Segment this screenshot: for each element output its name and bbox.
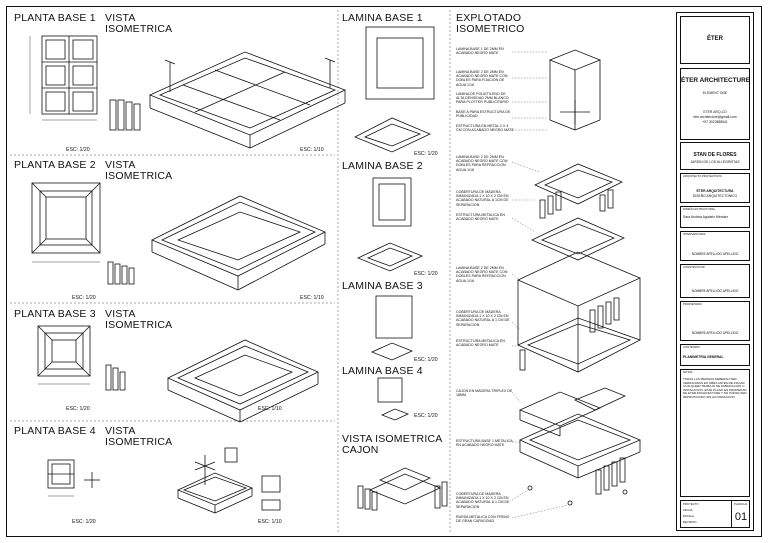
plan-base-2 [31,182,101,263]
note-7: COBERTURA DE MADERA INMUNIZADA 1 X 10 X … [456,190,509,207]
lamina-4 [377,377,410,421]
iso-title-4: VISTA ISOMETRICA [105,425,173,448]
cajon-title-2: CAJON [342,444,379,456]
note-8: ESTRUCTURA METALICA EN ACABADO NEGRO MAT… [456,213,505,222]
plan-title-4: PLANTA BASE 4 [14,425,96,437]
note-9: LAMINA BASE 2 DE 2MM EN ACABADO NEGRO MA… [456,266,508,283]
plan-title-1: PLANTA BASE 1 [14,12,96,24]
field-architect: ARQUITECTO PROYECTISTA ÉTER ARQUITECTURA… [680,173,750,203]
plan-base-4 [47,459,100,497]
iso-base-4 [176,447,281,514]
exploded-title-2: ISOMETRICO [456,23,525,35]
plan-scale-4: ESC: 1/20 [72,519,96,525]
project-box: STAN DE FLORES JARDIN DE LOS ALLEGRISTAS [680,142,750,170]
iso-base-1 [109,51,347,149]
logo-box: ÉTER [680,16,750,64]
field-constructor: CONSTRUCTOR NOMBRE APELLIDO APELLIDO [680,264,750,298]
note-3: LAMINA DE POLIETILENO DE ALTA DENSIDAD 2… [456,92,509,105]
contact-2: eter.architecture@gmail.com [693,115,737,119]
sheet-number-box: PROYECTO FECHA ESCALA REVISION PLANCHA 0… [680,500,750,528]
note-13: ESTRUCTURA BASE 1 METALICA EN ACABADO NE… [456,439,513,448]
note-1: LAMINA BASE 1 DE 2MM EN ACABADO NEGRO MA… [456,47,504,56]
iso-title-1: VISTA ISOMETRICA [105,12,173,35]
exploded-iso [517,49,642,506]
plan-title-2: PLANTA BASE 2 [14,159,96,171]
note-5: ESTRUCTURA EN METAL 2 X 4 CM CON ACABADO… [456,124,514,133]
note-4: BASE A PARA ESTRUCTURA DE PUBLICIDAD [456,110,511,119]
cajon-iso [357,467,448,511]
cajon-title-1: VISTA ISOMETRICA [342,433,443,445]
plan-scale-3: ESC: 1/20 [66,406,90,412]
lamina-title-1: LAMINA BASE 1 [342,12,423,24]
title-block: ÉTER ÉTER ARCHITECTURE ELEMENT ONE ETER.… [676,12,754,531]
lamina-2 [357,177,423,272]
exploded-title-1: EXPLOTADO [456,12,522,24]
note-2: LAMINA BASE 2 DE 2MM EN ACABADO NEGRO MA… [456,70,508,87]
plan-base-1 [29,35,98,121]
lamina-scale-1: ESC: 1/20 [414,151,438,157]
project-name: STAN DE FLORES [693,152,737,158]
lamina-title-2: LAMINA BASE 2 [342,160,423,172]
notes-box: NOTAS TODAS LAS MEDIDAS DEBERAN SER VERI… [680,369,750,497]
note-12: CAJON EN MADERA TRIPLEX DE 18MM [456,389,513,398]
note-11: ESTRUCTURA METALICA EN ACABADO NEGRO MAT… [456,339,505,348]
note-14: COBERTURA DE MADERA INMUNIZADA 1 X 10 X … [456,492,510,509]
field-content: CONTENIDO PLANIMETRIA GENERAL [680,344,750,366]
iso-scale-4: ESC: 1/10 [258,519,282,525]
plan-scale-1: ESC: 1/20 [66,147,90,153]
lamina-scale-3: ESC: 1/20 [414,357,438,363]
note-10: COBERTURA DE MADERA INMUNIZADA 1 X 10 X … [456,310,510,327]
firm-box: ÉTER ARCHITECTURE ELEMENT ONE ETER.ARQ.C… [680,68,750,140]
field-structural: DISEÑO ESTRUCTURAL Sara Andrea Agudelo M… [680,206,750,228]
plan-scale-2: ESC: 1/20 [72,295,96,301]
project-sub: JARDIN DE LOS ALLEGRISTAS [690,160,740,164]
iso-title-3: VISTA ISOMETRICA [105,308,173,331]
contact-3: +57 3022888541 [702,120,728,124]
iso-scale-2: ESC: 1/10 [300,295,324,301]
lamina-1 [354,26,435,153]
lamina-title-3: LAMINA BASE 3 [342,280,423,292]
lamina-title-4: LAMINA BASE 4 [342,365,423,377]
field-interventoria: INTERVENTORIA NOMBRE APELLIDO APELLIDO [680,231,750,261]
note-15: RUEDA METALICA CON FRENO DE GRAN CAPACID… [456,515,510,524]
contact-1: ETER.ARQ.CO [703,110,727,114]
lamina-scale-2: ESC: 1/20 [414,271,438,277]
iso-scale-1: ESC: 1/10 [300,147,324,153]
drawing-sheet-border [6,6,762,537]
note-6: LAMINA BASE 2 DE 2MM EN ACABADO NEGRO MA… [456,155,508,172]
firm-sub: ELEMENT ONE [702,91,728,95]
field-owner: PROPIETARIO NOMBRE APELLIDO APELLIDO [680,301,750,341]
iso-base-3 [105,339,319,423]
sheet-number: 01 [734,511,748,523]
plan-base-3 [37,325,91,385]
iso-scale-3: ESC: 1/10 [258,406,282,412]
firm-name: ÉTER ARCHITECTURE [681,77,750,84]
plan-title-3: PLANTA BASE 3 [14,308,96,320]
logo: ÉTER [706,36,723,42]
lamina-scale-4: ESC: 1/20 [414,413,438,419]
lamina-3 [370,295,414,361]
iso-title-2: VISTA ISOMETRICA [105,159,173,182]
iso-base-2 [107,195,326,291]
